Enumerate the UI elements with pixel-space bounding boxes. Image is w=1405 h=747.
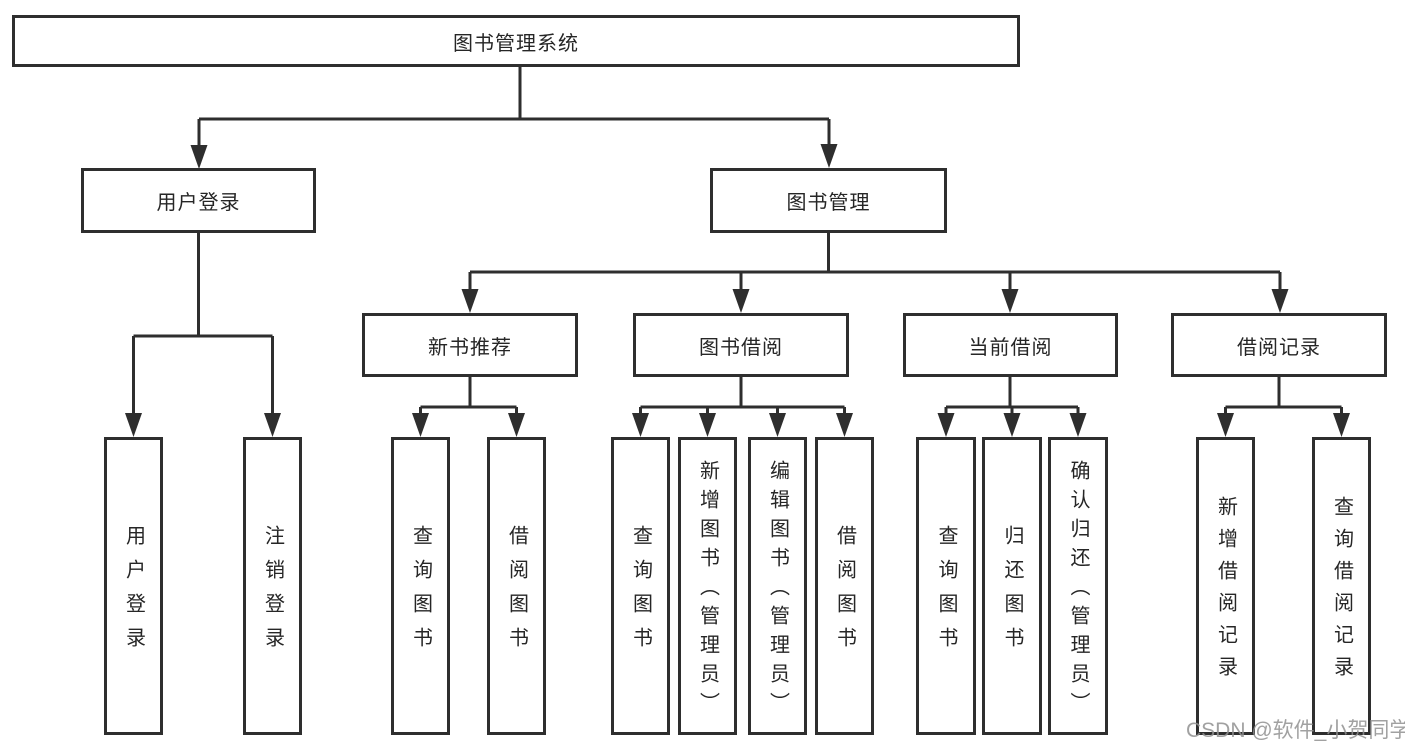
node-current-borrowing: 当前借阅	[903, 313, 1118, 377]
node-label: 用户登录	[156, 192, 241, 214]
leaf-query-borrow-record: 查询借阅记录	[1312, 437, 1371, 735]
node-label: 新增图书（管理员）	[696, 460, 719, 721]
node-label: 图书管理系统	[453, 32, 579, 55]
node-book-management: 图书管理	[710, 168, 947, 233]
node-label: 查询图书	[409, 525, 432, 661]
leaf-add-books-admin: 新增图书（管理员）	[678, 437, 737, 735]
node-label: 借阅记录	[1237, 336, 1321, 359]
node-label: 查询借阅记录	[1330, 496, 1353, 688]
node-label: 编辑图书（管理员）	[766, 460, 789, 721]
node-label: 图书管理	[786, 192, 871, 214]
node-label: 借阅图书	[505, 525, 528, 661]
node-library-management-system: 图书管理系统	[12, 15, 1020, 67]
leaf-query-books-2: 查询图书	[611, 437, 670, 735]
leaf-query-books-3: 查询图书	[916, 437, 976, 735]
leaf-borrow-books-2: 借阅图书	[815, 437, 874, 735]
node-label: 确认归还（管理员）	[1067, 460, 1089, 721]
arrowhead-icons	[125, 144, 1350, 437]
leaf-query-books: 查询图书	[391, 437, 450, 735]
leaf-borrow-books: 借阅图书	[487, 437, 546, 735]
node-label: 图书借阅	[699, 336, 783, 359]
node-label: 归还图书	[1001, 525, 1023, 661]
node-label: 查询图书	[935, 525, 957, 661]
leaf-confirm-return-admin: 确认归还（管理员）	[1048, 437, 1108, 735]
leaf-return-books: 归还图书	[982, 437, 1042, 735]
node-label: 新书推荐	[428, 336, 512, 359]
leaf-logout: 注销登录	[243, 437, 302, 735]
node-label: 新增借阅记录	[1214, 496, 1237, 688]
node-label: 借阅图书	[833, 525, 856, 661]
node-book-borrowing: 图书借阅	[633, 313, 849, 377]
node-new-book-recommendation: 新书推荐	[362, 313, 578, 377]
leaf-user-login: 用户登录	[104, 437, 163, 735]
node-borrowing-records: 借阅记录	[1171, 313, 1387, 377]
node-user-login: 用户登录	[81, 168, 316, 233]
node-label: 注销登录	[261, 525, 284, 661]
node-label: 查询图书	[629, 525, 652, 661]
node-label: 用户登录	[122, 525, 145, 661]
watermark: CSDN @软件_小贺同学	[1186, 719, 1405, 742]
leaf-edit-books-admin: 编辑图书（管理员）	[748, 437, 807, 735]
leaf-add-borrow-record: 新增借阅记录	[1196, 437, 1255, 735]
node-label: 当前借阅	[968, 336, 1053, 359]
